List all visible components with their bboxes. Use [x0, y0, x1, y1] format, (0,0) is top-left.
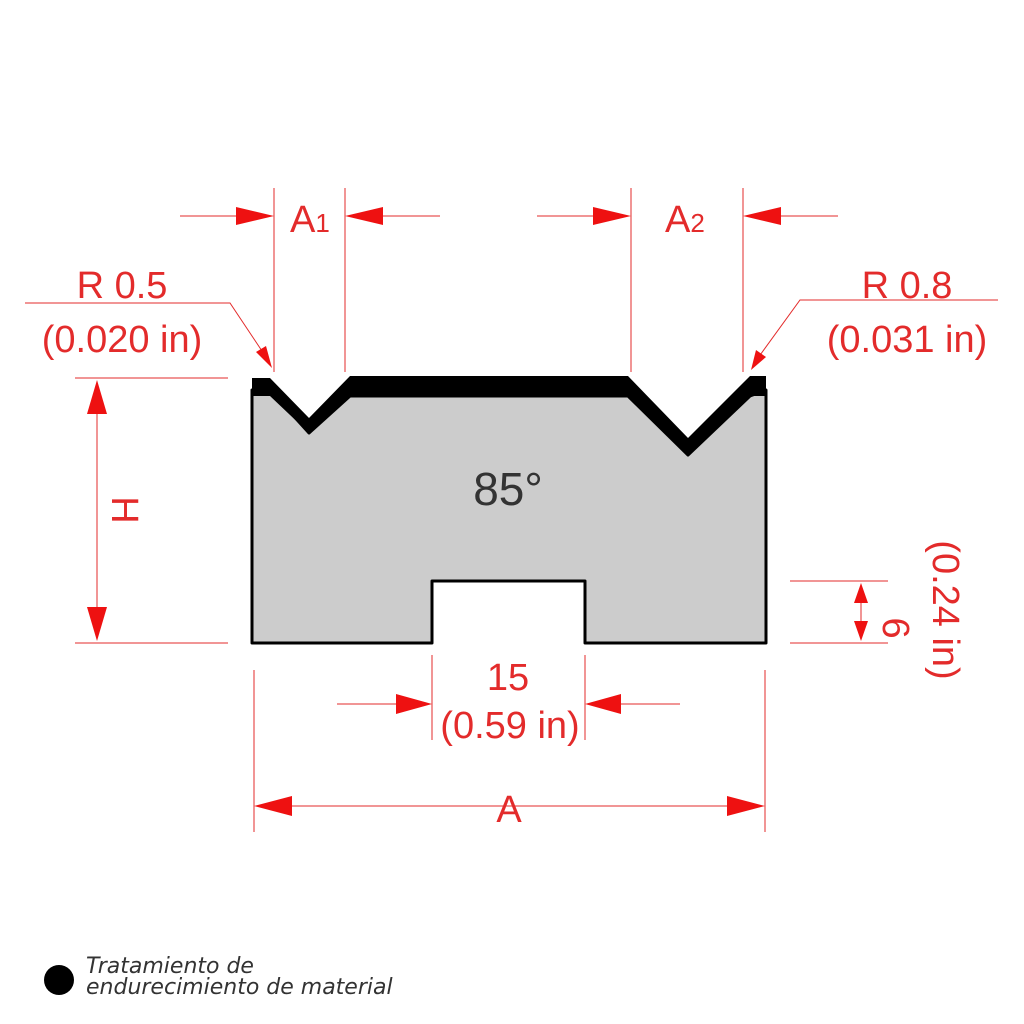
slot-depth-inches: (0.24 in) [924, 540, 966, 679]
legend-line-2: endurecimiento de material [86, 975, 393, 1000]
slot-width-inches: (0.59 in) [440, 705, 579, 747]
slot-width: 15 [487, 657, 529, 699]
legend-text: Tratamiento de endurecimiento de materia… [86, 954, 393, 1000]
height-label: H [103, 496, 145, 523]
radius-right-inches: (0.031 in) [827, 319, 988, 361]
radius-right: R 0.8 [862, 265, 953, 307]
hardened-layer [252, 376, 766, 455]
a1-label: A1 [290, 199, 330, 241]
width-label: A [496, 789, 522, 831]
dimension-arrows [87, 207, 868, 816]
legend-line-1: Tratamiento de [86, 954, 254, 979]
angle-label: 85° [473, 463, 543, 515]
radius-left-inches: (0.020 in) [42, 319, 203, 361]
slot-depth: 6 [874, 617, 916, 638]
hardening-dot-icon [44, 965, 74, 995]
extension-lines [25, 188, 998, 832]
die-body [250, 388, 768, 645]
a2-label: A2 [665, 199, 705, 241]
radius-left: R 0.5 [77, 265, 168, 307]
legend: Tratamiento de endurecimiento de materia… [44, 954, 393, 1000]
